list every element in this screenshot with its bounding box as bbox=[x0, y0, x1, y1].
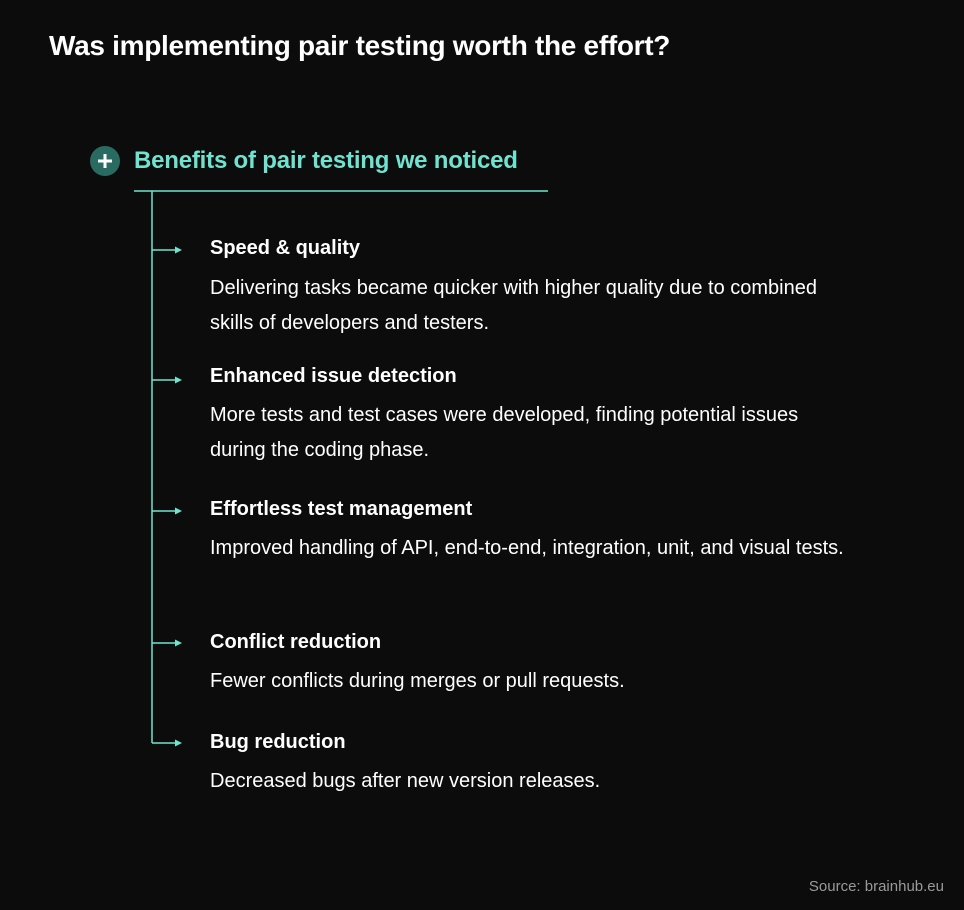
item-title-test-management: Effortless test management bbox=[210, 498, 473, 520]
source-credit: Source: brainhub.eu bbox=[808, 878, 944, 895]
section-header: Benefits of pair testing we noticed bbox=[90, 144, 518, 178]
page-title: Was implementing pair testing worth the … bbox=[49, 30, 671, 61]
plus-icon bbox=[90, 146, 120, 176]
item-desc-test-management: Improved handling of API, end-to-end, in… bbox=[210, 537, 844, 559]
arrow-right-icon bbox=[175, 639, 182, 647]
arrow-right-icon bbox=[175, 739, 182, 747]
item-title-speed-quality: Speed & quality bbox=[210, 237, 361, 259]
item-desc-issue-detection: More tests and test cases were developed… bbox=[210, 404, 799, 461]
item-title-conflict-reduction: Conflict reduction bbox=[210, 631, 382, 653]
item-desc-conflict-reduction: Fewer conflicts during merges or pull re… bbox=[210, 670, 625, 692]
arrow-right-icon bbox=[175, 507, 182, 515]
item-desc-bug-reduction: Decreased bugs after new version release… bbox=[210, 770, 601, 792]
item-desc-speed-quality: Delivering tasks became quicker with hig… bbox=[210, 277, 817, 334]
section-title: Benefits of pair testing we noticed bbox=[134, 147, 518, 174]
arrow-right-icon bbox=[175, 246, 182, 254]
arrow-right-icon bbox=[175, 376, 182, 384]
item-title-issue-detection: Enhanced issue detection bbox=[210, 365, 457, 387]
item-title-bug-reduction: Bug reduction bbox=[210, 731, 346, 753]
